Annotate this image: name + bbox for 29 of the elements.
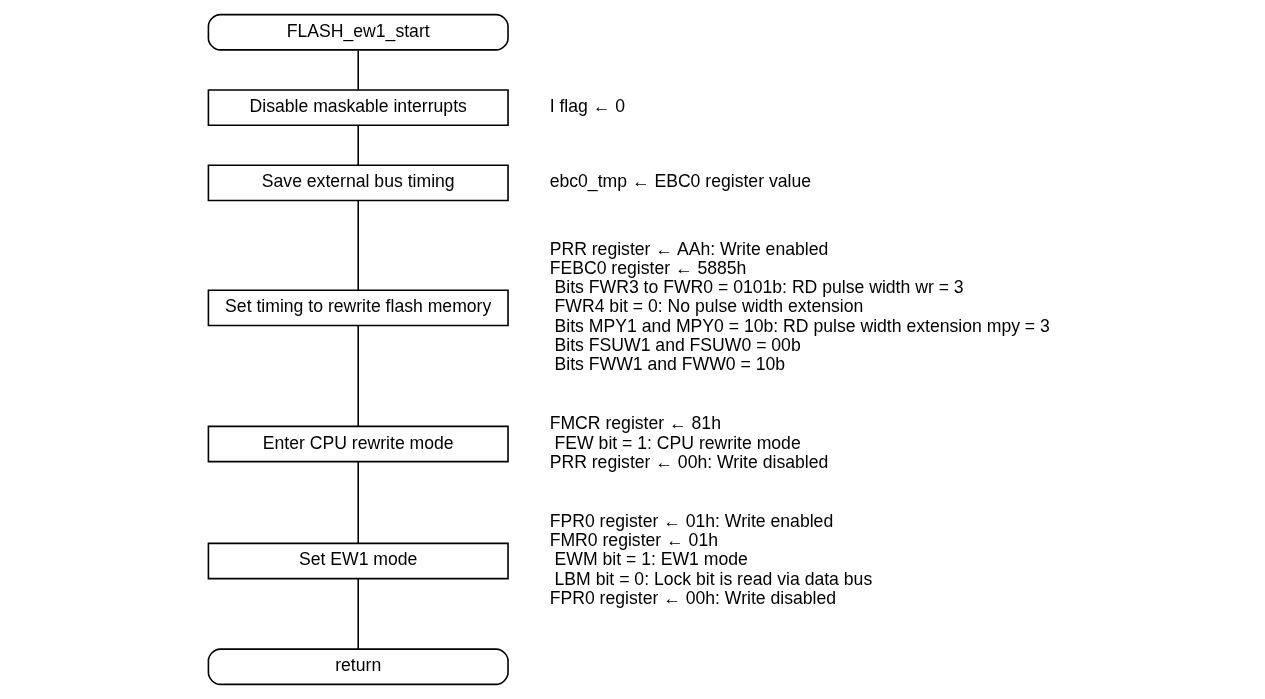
node-box: return bbox=[207, 648, 509, 686]
node-box: Set timing to rewrite flash memory bbox=[207, 289, 509, 327]
node-box: Set EW1 mode bbox=[207, 542, 509, 580]
node-label: FWR4 bit = 0: No pulse width extension bbox=[554, 296, 863, 317]
connector bbox=[356, 577, 359, 650]
node-label: Bits FWW1 and FWW0 = 10b bbox=[554, 354, 785, 375]
connector bbox=[356, 200, 359, 291]
connector bbox=[356, 125, 359, 166]
node-label: Bits MPY1 and MPY0 = 10b: RD pulse width extension mpy = 3 bbox=[554, 315, 1050, 336]
node-box: FLASH_ew1_start bbox=[207, 13, 509, 51]
node-label: FMCR register ← 81h bbox=[549, 413, 721, 434]
node-label: FPR0 register ← 01h: Write enabled bbox=[549, 511, 833, 532]
node-box: Save external bus timing bbox=[207, 164, 509, 202]
node-label: EWM bit = 1: EW1 mode bbox=[554, 549, 748, 570]
connector bbox=[356, 461, 359, 544]
node-label: Bits FSUW1 and FSUW0 = 00b bbox=[554, 334, 801, 355]
node-label: FEW bit = 1: CPU rewrite mode bbox=[554, 432, 801, 453]
node-box: Disable maskable interrupts bbox=[207, 89, 509, 126]
node-label: FMR0 register ← 01h bbox=[549, 530, 718, 551]
node-label: FPR0 register ← 00h: Write disabled bbox=[549, 587, 836, 608]
node-box: Enter CPU rewrite mode bbox=[207, 425, 509, 463]
node-label: ebc0_tmp ← EBC0 register value bbox=[549, 171, 811, 192]
node-label: PRR register ← 00h: Write disabled bbox=[549, 451, 828, 472]
connector bbox=[356, 324, 359, 428]
node-label: PRR register ← AAh: Write enabled bbox=[549, 238, 828, 259]
node-label: LBM bit = 0: Lock bit is read via data bus bbox=[554, 568, 872, 589]
connector bbox=[356, 49, 359, 91]
node-label: I flag ← 0 bbox=[549, 96, 625, 117]
node-label: Bits FWR3 to FWR0 = 0101b: RD pulse width wr = 3 bbox=[554, 277, 964, 298]
